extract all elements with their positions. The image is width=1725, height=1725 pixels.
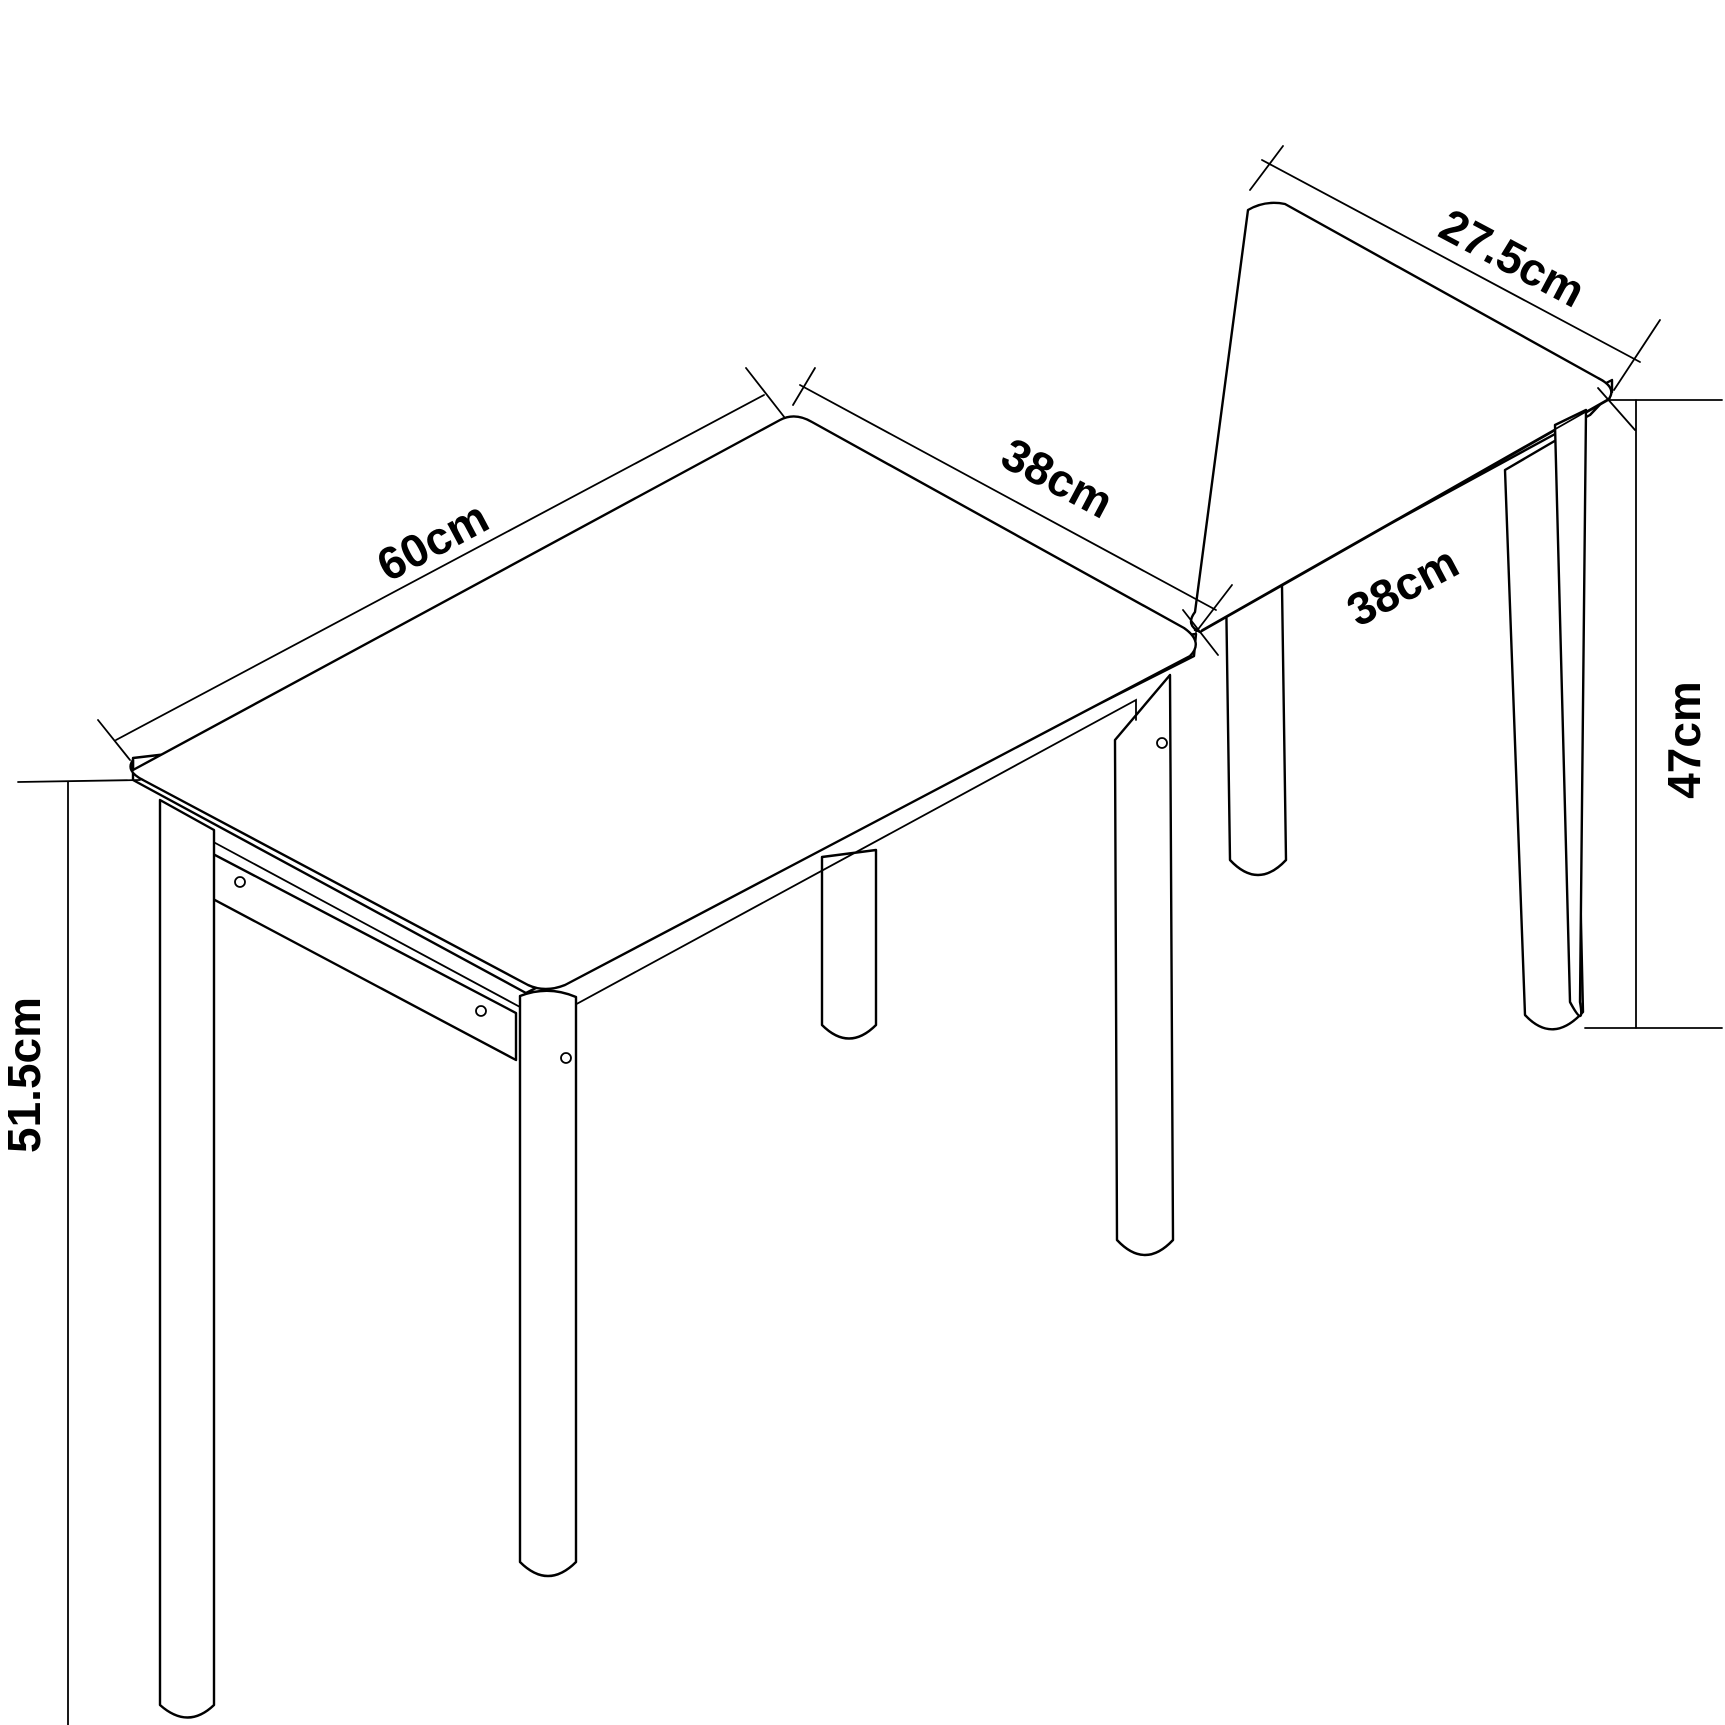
table-leg-front-right (518, 989, 578, 1578)
label-table-length: 60cm (368, 490, 496, 591)
table (129, 415, 1198, 1719)
bench-leg-back-left (1224, 584, 1288, 877)
table-leg-back-right (1113, 673, 1175, 1257)
bench-leg-front (1553, 408, 1588, 1018)
label-table-height: 51.5cm (0, 997, 50, 1153)
label-bench-height: 47cm (1658, 681, 1710, 799)
bench (1189, 201, 1614, 1031)
bench-top (1189, 201, 1614, 634)
dimension-lines (17, 145, 1723, 1725)
table-leg-back-left (820, 848, 878, 1040)
table-leg-front-left (158, 798, 216, 1719)
label-bench-length: 38cm (1338, 535, 1466, 636)
label-table-depth: 38cm (993, 427, 1121, 528)
